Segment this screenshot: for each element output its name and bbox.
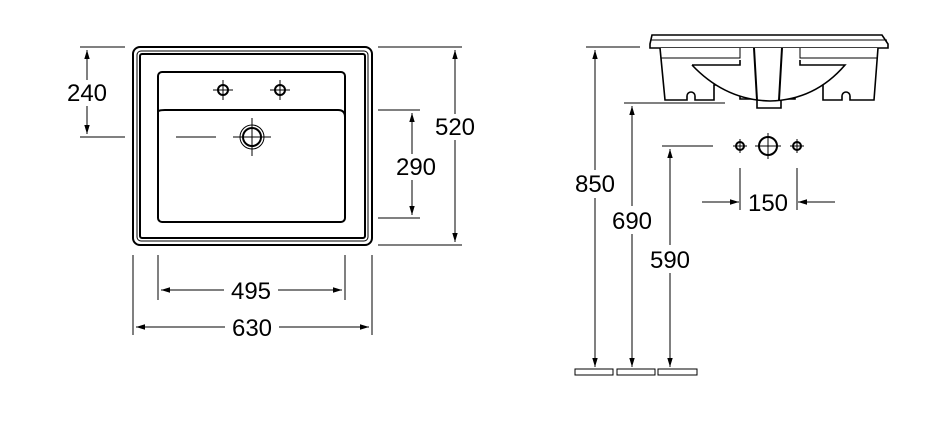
dimension-495: 495	[157, 255, 346, 305]
tap-hole-icon	[733, 139, 747, 153]
basin-top-view	[132, 46, 373, 246]
drain-icon	[755, 133, 781, 159]
dimension-850: 850	[570, 46, 640, 367]
waste-fittings	[733, 133, 804, 159]
dimension-150: 150	[702, 168, 835, 217]
dimension-690: 690	[608, 102, 725, 367]
dimension-630: 630	[132, 255, 373, 342]
dimension-label: 850	[575, 171, 615, 198]
floor-line	[574, 368, 698, 376]
dimension-label: 290	[396, 154, 436, 181]
dimension-label: 495	[231, 278, 271, 305]
dimension-label: 240	[67, 80, 107, 107]
dimension-label: 690	[612, 208, 652, 235]
dimension-label: 520	[435, 114, 475, 141]
dimension-520: 520	[378, 46, 480, 246]
dimension-label: 150	[748, 190, 788, 217]
dimension-240: 240	[62, 46, 125, 138]
dimension-label: 590	[650, 247, 690, 274]
dimension-290: 290	[378, 109, 442, 219]
dimension-label: 630	[232, 315, 272, 342]
tap-hole-icon	[790, 139, 804, 153]
dimension-590: 590	[646, 145, 713, 367]
tap-hole-icon	[213, 80, 233, 100]
basin-side-view	[649, 34, 889, 109]
drain-icon	[233, 118, 271, 156]
tap-hole-icon	[270, 80, 290, 100]
